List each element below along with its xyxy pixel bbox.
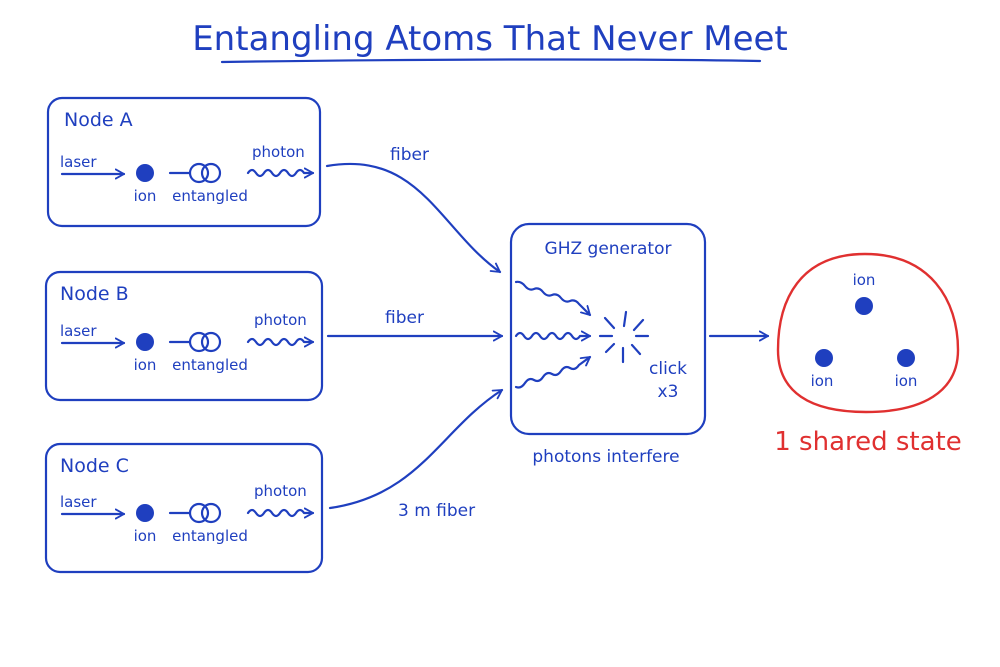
ghz-caption: photons interfere [532, 447, 679, 467]
page-title: Entangling Atoms That Never Meet [192, 19, 788, 59]
node-b-title: Node B [60, 283, 129, 305]
node-c-entangled-label: entangled [172, 527, 248, 545]
shared-ion-right-dot [897, 349, 915, 367]
node-b-laser-label: laser [60, 322, 97, 340]
node-a-box [46, 96, 322, 228]
node-c-entangled-icon [168, 502, 222, 524]
click-count: x3 [658, 382, 679, 402]
node-a-entangled-label: entangled [172, 187, 248, 205]
ghz-generator-box [509, 222, 707, 436]
node-a: Node A laser ion entangled photon [46, 96, 322, 228]
node-c-ion-dot [136, 504, 154, 522]
node-c-box [44, 442, 324, 574]
node-c: Node C laser ion entangled photon [44, 442, 324, 574]
click-label: click [649, 359, 687, 379]
shared-ion-left-label: ion [811, 372, 834, 390]
fiber-c [328, 388, 504, 510]
shared-ion-top-label: ion [853, 271, 876, 289]
shared-state: ion ion ion [776, 252, 960, 414]
node-c-laser-label: laser [60, 493, 97, 511]
node-c-title: Node C [60, 455, 129, 477]
shared-ion-top-dot [855, 297, 873, 315]
node-a-photon-wave [246, 167, 315, 179]
fiber-b-label: fiber [385, 308, 424, 328]
ghz-generator-title: GHZ generator [545, 239, 672, 259]
node-c-ion-label: ion [134, 527, 157, 545]
ghz-generator: GHZ generator click x3 [509, 222, 707, 436]
title-underline [220, 58, 762, 64]
node-a-photon-label: photon [252, 143, 305, 161]
shared-ion-right-label: ion [895, 372, 918, 390]
node-b-ion-dot [136, 333, 154, 351]
ghz-photon-wave-top [514, 280, 592, 317]
node-a-ion-label: ion [134, 187, 157, 205]
node-a-title: Node A [64, 109, 133, 131]
click-burst-icon [598, 310, 650, 364]
node-b-ion-label: ion [134, 356, 157, 374]
node-a-ion-dot [136, 164, 154, 182]
fiber-a-label: fiber [390, 145, 429, 165]
node-b: Node B laser ion entangled photon [44, 270, 324, 402]
ghz-photon-wave-bottom [514, 355, 592, 389]
shared-ion-left-dot [815, 349, 833, 367]
node-a-laser-label: laser [60, 153, 97, 171]
shared-state-caption: 1 shared state [774, 427, 962, 457]
node-b-entangled-icon [168, 331, 222, 353]
node-b-photon-wave [246, 336, 315, 348]
node-a-entangled-icon [168, 162, 222, 184]
shared-state-outline [776, 252, 960, 414]
node-b-entangled-label: entangled [172, 356, 248, 374]
fiber-a [325, 162, 502, 274]
node-c-photon-wave [246, 507, 315, 519]
node-b-box [44, 270, 324, 402]
ghz-photon-wave-mid [514, 330, 592, 342]
fiber-c-label: 3 m fiber [398, 501, 475, 521]
node-b-photon-label: photon [254, 311, 307, 329]
node-c-photon-label: photon [254, 482, 307, 500]
